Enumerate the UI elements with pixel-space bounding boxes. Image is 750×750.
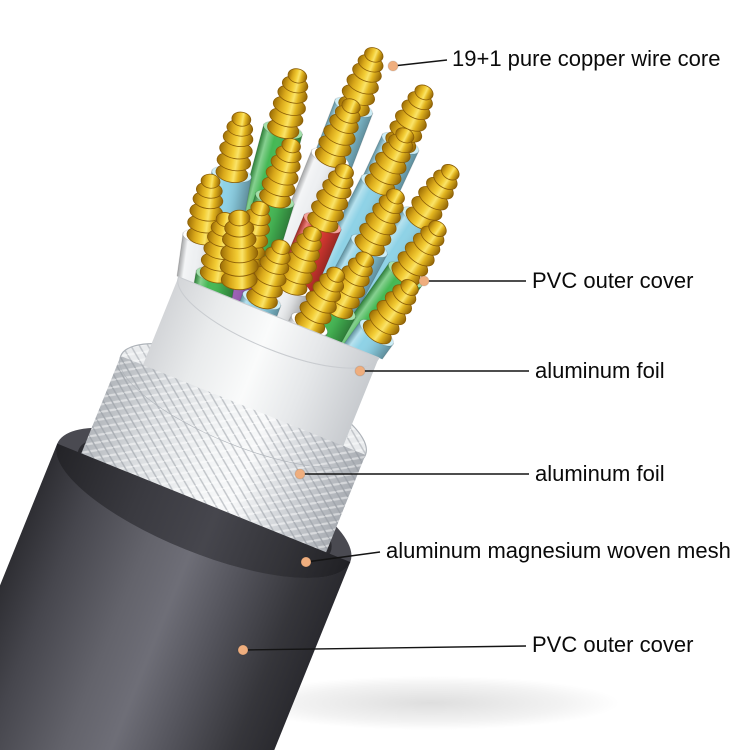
woven-mesh-front-lip [119,356,366,468]
callout-line-pvc-outer [242,645,527,651]
callout-dot-foil-2 [294,468,306,480]
callout-line-mesh [305,551,381,563]
callout-dot-pvc-outer [237,644,249,656]
label-pvc-outer-cover: PVC outer cover [532,631,694,657]
callout-dot-pvc-inner [418,275,430,287]
callout-dot-mesh [300,556,312,568]
pvc-jacket-body [0,443,351,750]
callout-lines [242,59,529,651]
callout-line-wire-core [392,59,448,67]
callout-dot-foil-1 [354,365,366,377]
cable-cutaway [0,41,469,750]
cable-shadow [240,676,620,730]
label-aluminum-foil-1: aluminum foil [535,357,665,383]
aluminum-foil-front-lip [177,276,380,369]
label-woven-mesh: aluminum magnesium woven mesh [386,537,731,563]
callout-dot-wire-core [387,60,399,72]
label-wire-core: 19+1 pure copper wire core [452,45,721,71]
label-pvc-inner-cover: PVC outer cover [532,267,694,293]
label-aluminum-foil-2: aluminum foil [535,460,665,486]
callout-dots [237,60,430,656]
pvc-jacket-front-lip [56,443,351,578]
